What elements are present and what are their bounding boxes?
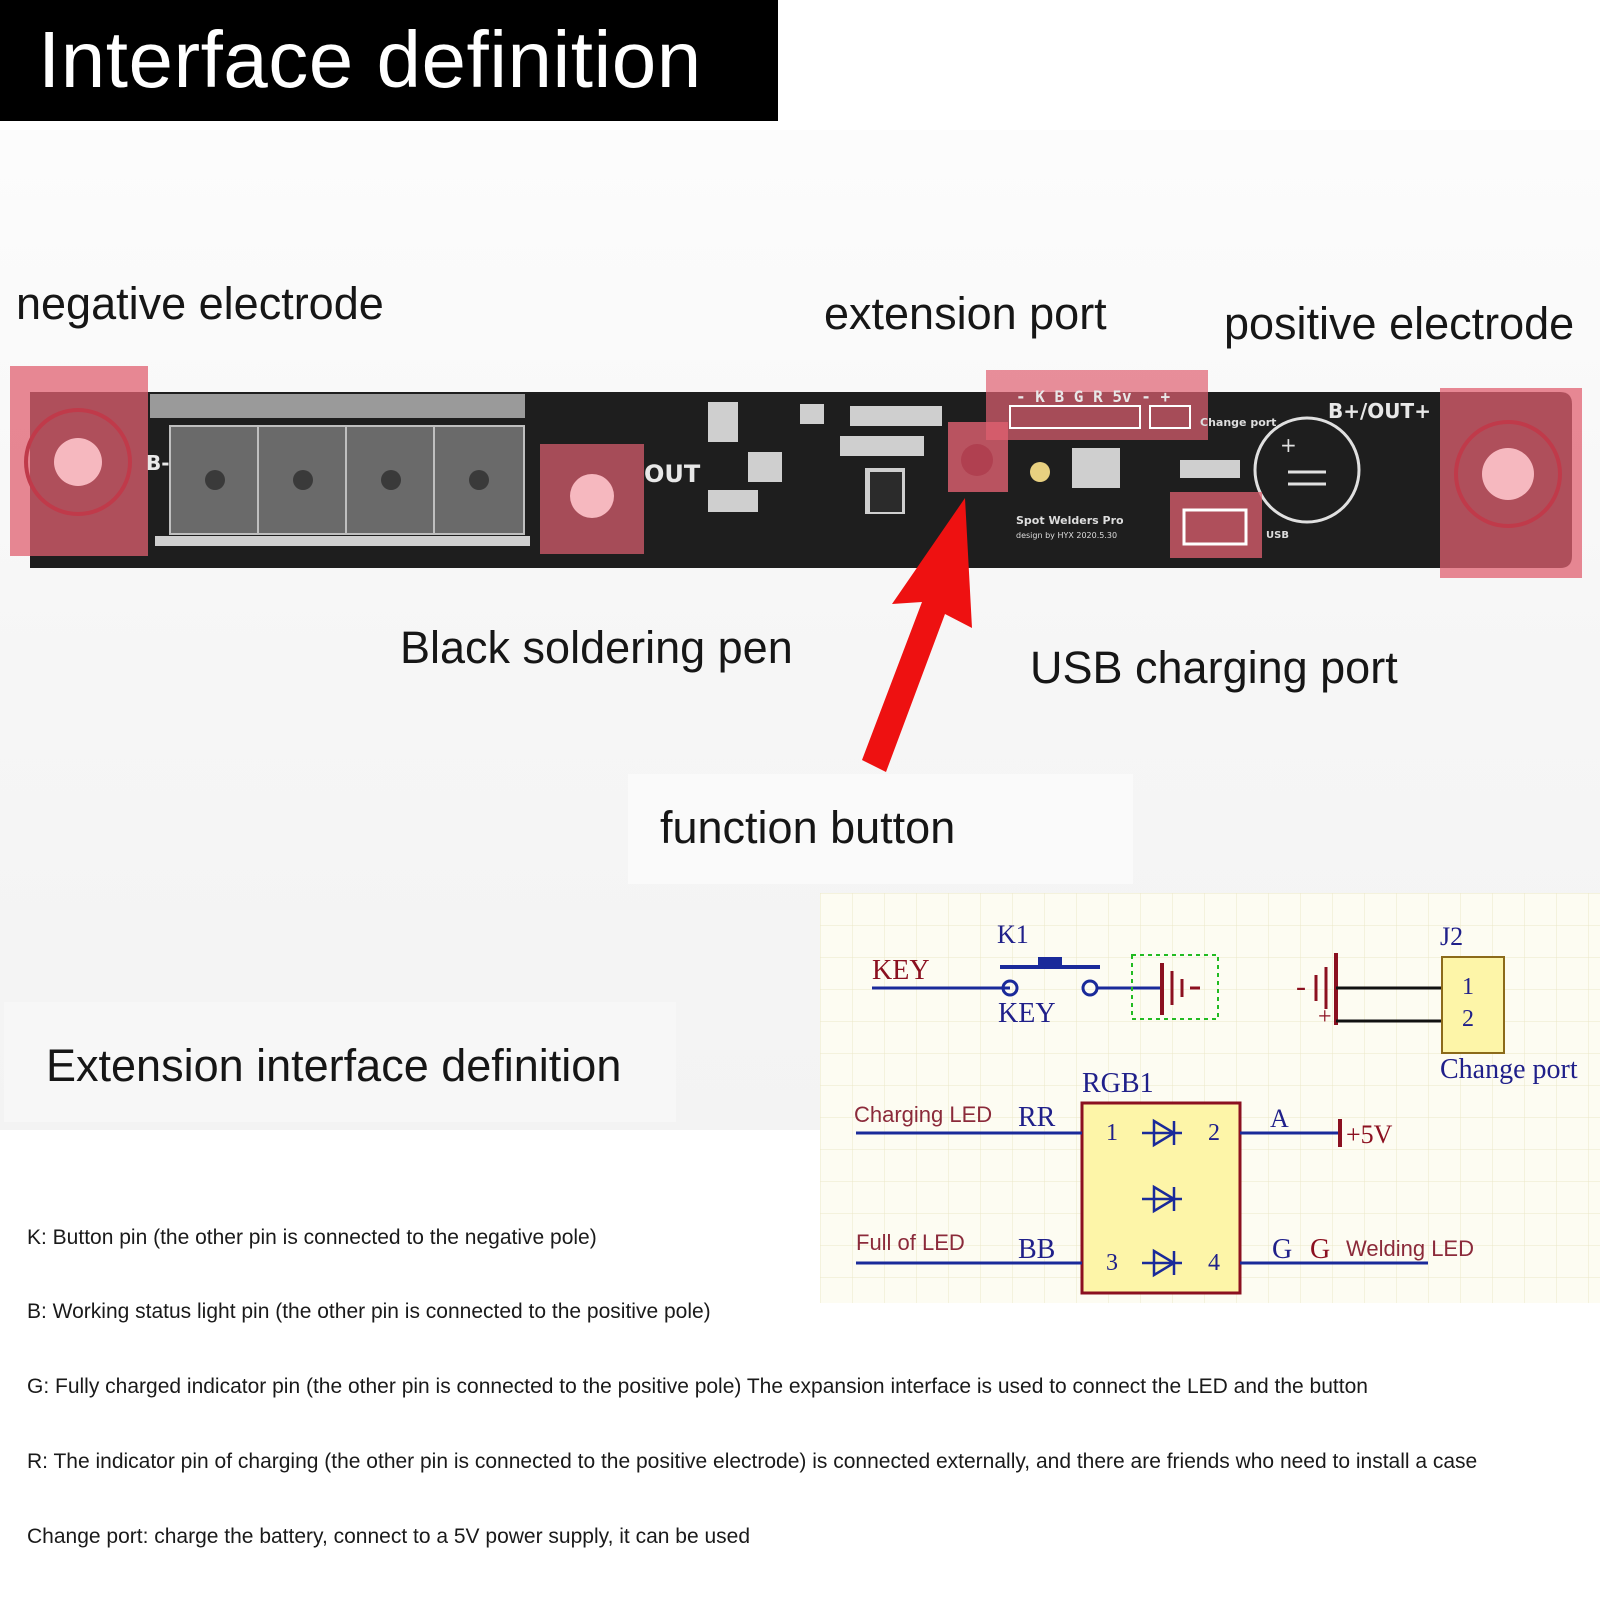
sch-full-led: Full of LED xyxy=(856,1230,965,1255)
sch-j2-pin1: 1 xyxy=(1462,974,1474,1000)
sch-g2: G xyxy=(1310,1234,1331,1265)
pcb-board-illustration: - K B G R 5v - + Change port + USB B- OU… xyxy=(10,366,1582,578)
sch-rr: RR xyxy=(1018,1102,1056,1133)
board-out: OUT xyxy=(644,460,701,488)
board-design: design by HYX 2020.5.30 xyxy=(1016,531,1117,540)
board-b-plus-out-plus: B+/OUT+ xyxy=(1328,399,1431,423)
note-r: R: The indicator pin of charging (the ot… xyxy=(27,1450,1478,1473)
j2-connector xyxy=(1441,956,1505,1054)
mosfet-group xyxy=(169,425,525,535)
sch-pin3: 3 xyxy=(1106,1250,1118,1276)
label-usb-charging-port: USB charging port xyxy=(1030,642,1398,693)
title-banner xyxy=(0,0,778,121)
sch-a: A xyxy=(1270,1104,1289,1133)
red-arrow xyxy=(862,498,972,772)
note-g: G: Fully charged indicator pin (the othe… xyxy=(27,1375,1368,1398)
led-diodes xyxy=(1142,1118,1182,1278)
label-negative-electrode: negative electrode xyxy=(16,278,384,329)
sch-pin1: 1 xyxy=(1106,1120,1118,1146)
label-function-button: function button xyxy=(660,802,956,853)
note-change-port: Change port: charge the battery, connect… xyxy=(27,1525,751,1548)
sch-k1: K1 xyxy=(997,920,1029,949)
sch-change-port: Change port xyxy=(1440,1054,1578,1085)
board-pin-labels: - K B G R 5v - + xyxy=(1016,387,1170,406)
sch-plus5v: +5V xyxy=(1346,1120,1393,1149)
note-b: B: Working status light pin (the other p… xyxy=(27,1300,711,1323)
sch-charging-led: Charging LED xyxy=(854,1102,993,1127)
schematic-grid xyxy=(820,893,1600,1303)
sch-key-under: KEY xyxy=(998,998,1056,1029)
note-k: K: Button pin (the other pin is connecte… xyxy=(27,1226,597,1249)
function-button-label-bg xyxy=(628,774,1133,884)
sch-j2-pin2: 2 xyxy=(1462,1006,1474,1032)
board-brand: Spot Welders Pro xyxy=(1016,514,1124,527)
sch-minus: - xyxy=(1296,970,1306,1003)
board-usb-text: USB xyxy=(1266,530,1289,541)
capacitor-outline xyxy=(1253,416,1361,524)
board-b-minus: B- xyxy=(146,451,170,475)
sch-g1: G xyxy=(1272,1234,1293,1265)
label-extension-interface-definition: Extension interface definition xyxy=(46,1040,622,1091)
label-black-soldering-pen: Black soldering pen xyxy=(400,622,793,673)
page-title: Interface definition xyxy=(38,15,702,104)
sch-welding-led: Welding LED xyxy=(1346,1236,1474,1261)
sch-pin4: 4 xyxy=(1208,1250,1220,1276)
extension-def-label-bg xyxy=(4,1002,676,1122)
label-extension-port: extension port xyxy=(824,288,1107,339)
board-change-port: Change port xyxy=(1200,416,1276,429)
sch-rgb1: RGB1 xyxy=(1082,1068,1154,1099)
svg-text:+: + xyxy=(1280,433,1297,457)
sch-j2: J2 xyxy=(1440,922,1464,951)
sch-key-left: KEY xyxy=(872,955,930,986)
sch-pin2: 2 xyxy=(1208,1120,1220,1146)
sch-plus: + xyxy=(1318,1004,1332,1030)
sch-bb: BB xyxy=(1018,1234,1056,1265)
copper-strip xyxy=(150,394,525,418)
label-positive-electrode: positive electrode xyxy=(1224,298,1575,349)
ground-box xyxy=(1131,954,1219,1020)
